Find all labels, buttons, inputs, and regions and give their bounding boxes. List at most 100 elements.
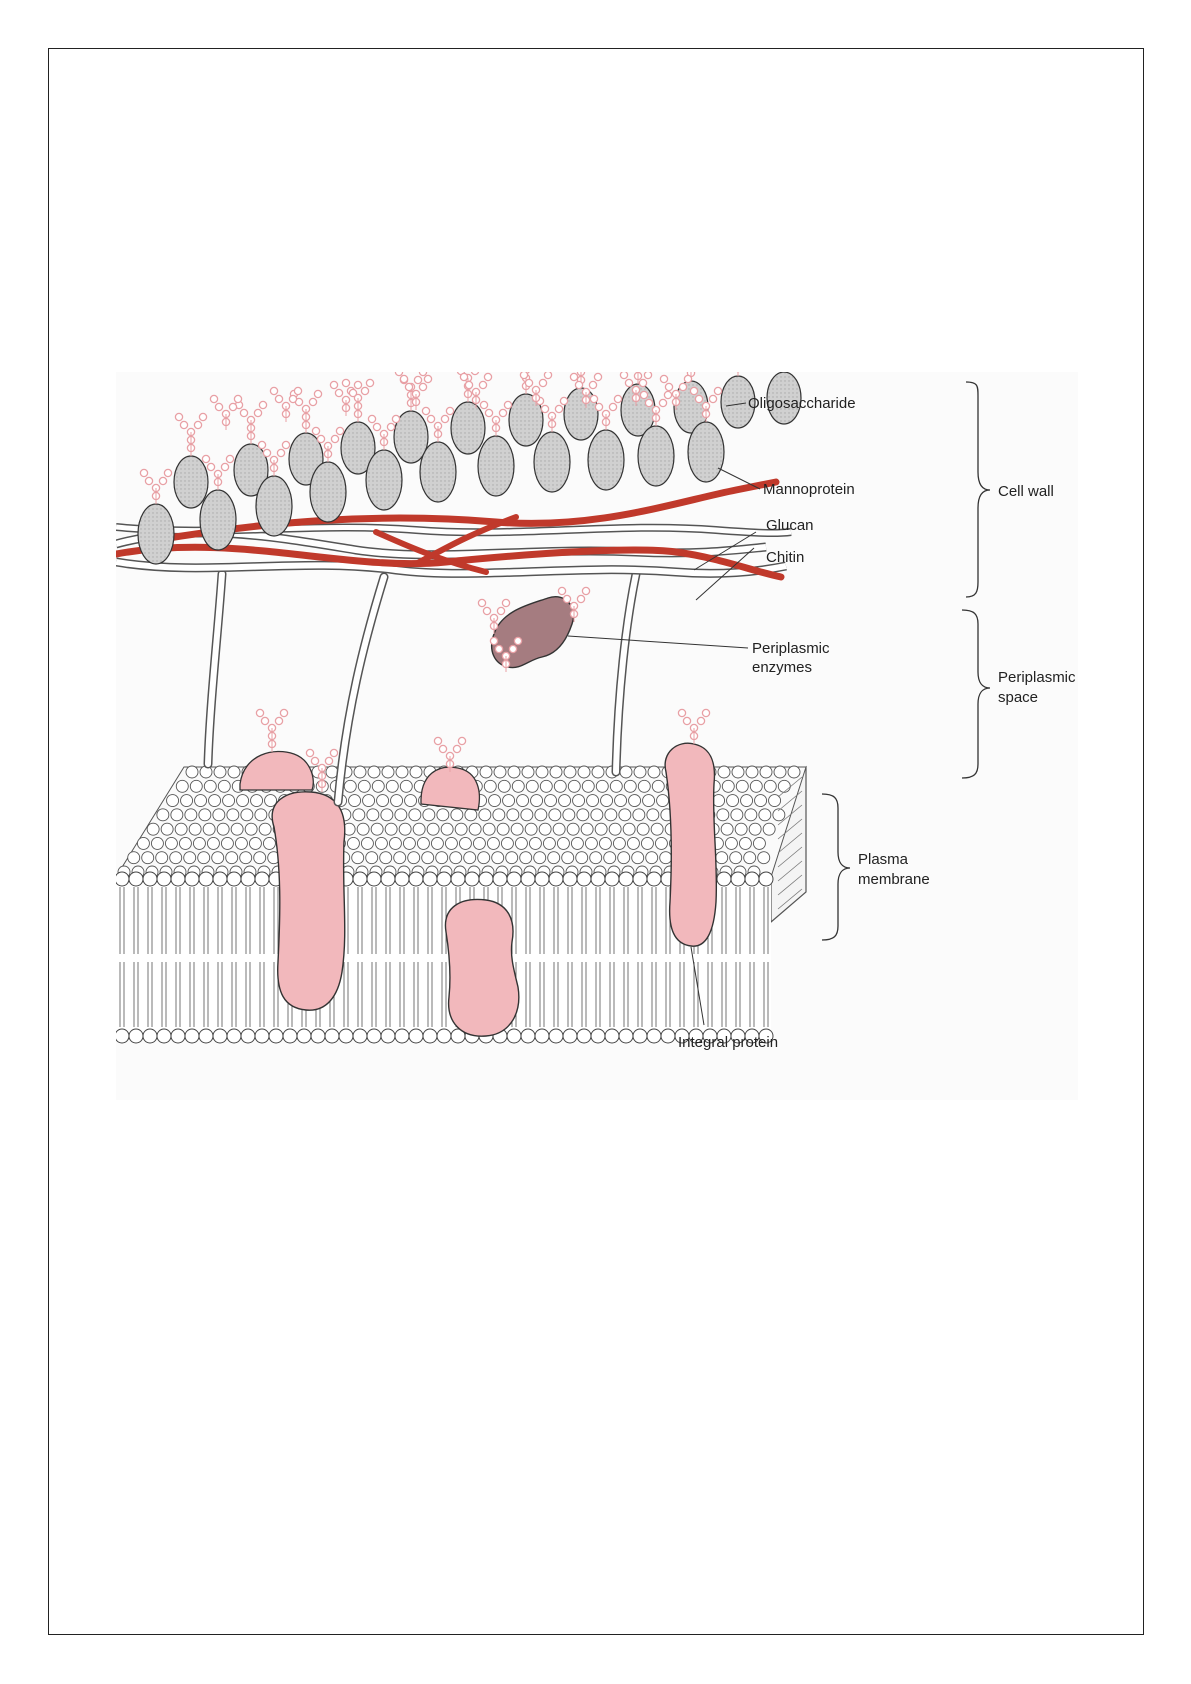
lipid-head <box>556 836 570 850</box>
oligosaccharide-chain <box>589 394 623 430</box>
sugar-residue <box>279 708 289 718</box>
lipid-head <box>170 1028 186 1044</box>
lipid-head <box>422 1028 438 1044</box>
mannoprotein-leader <box>717 467 761 490</box>
mannoprotein <box>365 449 403 511</box>
lipid-head <box>178 836 192 850</box>
lipid-head <box>654 836 668 850</box>
lipid-head <box>762 822 776 836</box>
oligosaccharide-chain <box>257 440 291 476</box>
lipid-head <box>506 808 520 822</box>
oligosaccharide-chain <box>341 378 375 422</box>
lipid-head <box>362 794 376 808</box>
region-plasma-membrane-line2: membrane <box>858 871 930 888</box>
lipid-head <box>754 794 768 808</box>
lipid-head <box>202 822 216 836</box>
sugar-residue <box>228 402 238 412</box>
lipid-head <box>380 808 394 822</box>
sugar-residue <box>201 454 211 464</box>
lipid-head <box>388 836 402 850</box>
lipid-head <box>175 779 189 793</box>
lipid-head <box>395 765 409 779</box>
lipid-head <box>646 808 660 822</box>
lipid-head <box>553 779 567 793</box>
mannoprotein <box>255 475 293 537</box>
sugar-residue <box>613 394 623 404</box>
sugar-residue <box>348 388 358 398</box>
sugar-residue <box>677 708 687 718</box>
lipid-head <box>250 794 264 808</box>
lipid-head <box>180 794 194 808</box>
lipid-head <box>730 871 746 887</box>
lipid-head <box>412 822 426 836</box>
lipid-head <box>169 851 183 865</box>
lipid-head <box>566 822 580 836</box>
lipid-head <box>763 779 777 793</box>
sugar-residue <box>365 378 375 388</box>
lipid-head <box>595 779 609 793</box>
sugar-residue <box>329 380 339 390</box>
lipid-head <box>240 871 256 887</box>
mannoprotein <box>309 461 347 523</box>
lipid-head <box>642 794 656 808</box>
sugar-residue <box>589 394 599 404</box>
lipid-head <box>520 1028 536 1044</box>
lipid-head <box>486 836 500 850</box>
sugar-residue <box>593 372 603 382</box>
lipid-head <box>356 822 370 836</box>
lipid-head <box>240 808 254 822</box>
lipid-head <box>542 836 556 850</box>
lipid-head <box>236 794 250 808</box>
oligosaccharides <box>139 372 740 792</box>
oligosaccharide-chain <box>399 374 433 410</box>
oligosaccharide-chain <box>677 708 711 744</box>
lipid-head <box>212 808 226 822</box>
sugar-residue <box>464 380 474 390</box>
sugar-residue <box>519 372 529 380</box>
sugar-residue <box>372 422 382 432</box>
lipid-tail <box>777 790 803 812</box>
lipid-head <box>212 871 228 887</box>
lipid-head <box>510 822 524 836</box>
sugar-residue <box>574 380 584 390</box>
lipid-head <box>562 1028 578 1044</box>
lipid-head <box>170 808 184 822</box>
lipid-head <box>740 794 754 808</box>
sugar-residue <box>426 414 436 424</box>
lipid-head <box>603 851 617 865</box>
label-chitin: Chitin <box>766 549 804 566</box>
lipid-head <box>116 1028 130 1044</box>
lipid-head <box>717 765 731 779</box>
lipid-head <box>608 822 622 836</box>
lipid-head <box>156 808 170 822</box>
sugar-residue <box>423 374 433 384</box>
sugar-residue <box>445 406 455 416</box>
lipid-head <box>390 794 404 808</box>
lipid-head <box>734 822 748 836</box>
lipid-head <box>436 808 450 822</box>
lipid-head <box>254 1028 270 1044</box>
lipid-head <box>188 822 202 836</box>
sugar-residue <box>513 636 523 646</box>
oligosaccharide-chain <box>569 372 603 408</box>
lipid-head <box>726 794 740 808</box>
lipid-head <box>748 822 762 836</box>
lipid-head <box>716 808 730 822</box>
lipid-head <box>505 851 519 865</box>
lipid-head <box>198 1028 214 1044</box>
lipid-head <box>730 808 744 822</box>
sugar-residue <box>608 402 618 412</box>
sugar-residue <box>503 400 513 410</box>
lipid-head <box>262 836 276 850</box>
sugar-residue <box>404 382 414 392</box>
sugar-residue <box>341 378 351 388</box>
lipid-head <box>626 836 640 850</box>
lipid-head <box>623 779 637 793</box>
lipid-head <box>226 808 240 822</box>
lipid-head <box>645 851 659 865</box>
lipid-head <box>538 822 552 836</box>
lipid-head <box>720 822 734 836</box>
sugar-residue <box>305 748 315 758</box>
sugar-residue <box>288 394 298 404</box>
lipid-head <box>166 794 180 808</box>
